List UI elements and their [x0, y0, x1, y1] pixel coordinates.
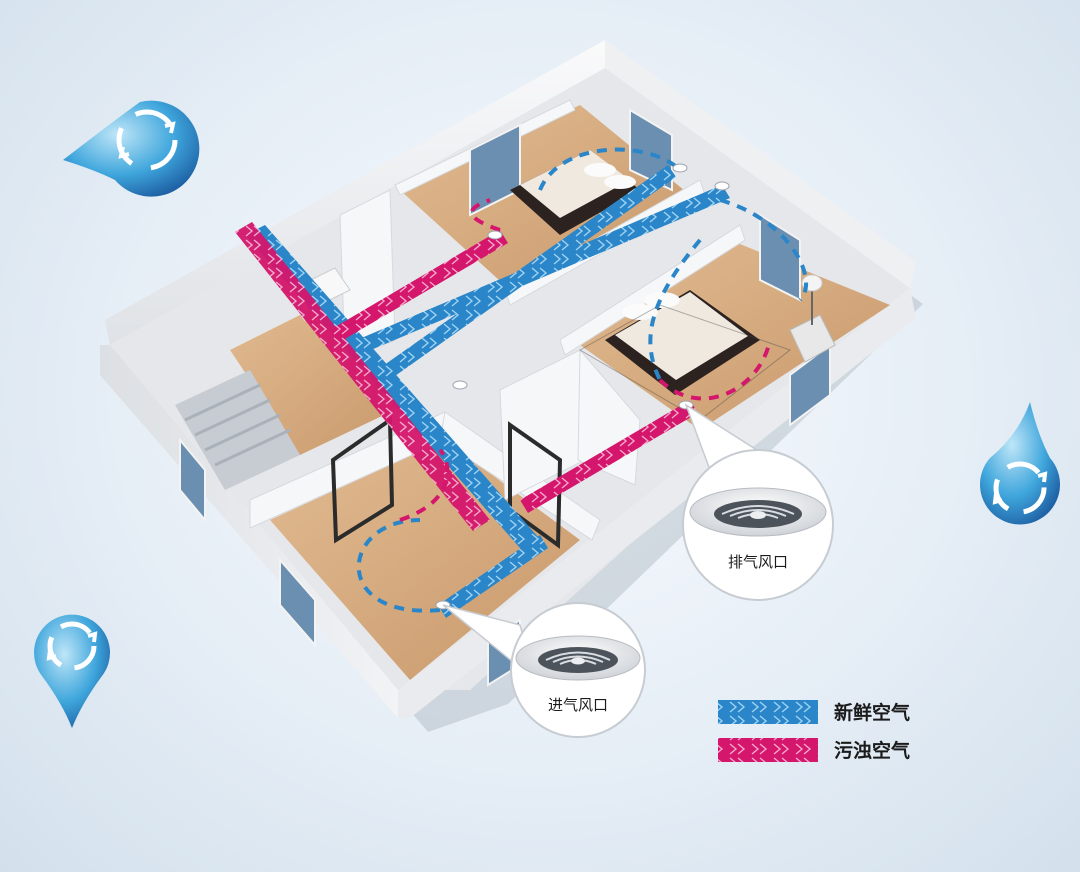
fresh-air-swatch	[718, 700, 818, 724]
fresh-flow-arrow	[356, 518, 441, 613]
supply-vent-label: 进气风口	[548, 696, 608, 714]
ceiling-vents	[435, 163, 730, 610]
ceiling-vent	[672, 163, 688, 173]
ceiling-vent	[452, 380, 468, 390]
air-flow-arrows	[356, 147, 808, 613]
stale-air-swatch	[718, 738, 818, 762]
vent-grille-illustration	[689, 487, 827, 537]
stale-duct-segment	[235, 222, 490, 531]
fresh-flow-arrow	[648, 238, 702, 381]
armchair	[789, 314, 836, 363]
legend-item-fresh-air: 新鲜空气	[718, 700, 910, 724]
water-drop-recycle-icon	[63, 100, 200, 197]
stale-duct-segment	[520, 400, 698, 513]
fresh-duct-segment	[438, 535, 548, 618]
stale-air-label: 污浊空气	[834, 739, 910, 762]
front-right-wall	[398, 288, 916, 718]
water-drop-recycle-icon	[34, 614, 111, 728]
stale-flow-arrow	[399, 448, 450, 522]
supply-vent-callout: 进气风口	[442, 602, 646, 738]
legend: 新鲜空气 污浊空气	[718, 700, 910, 762]
water-drop-recycle-icon	[980, 402, 1060, 525]
fresh-flow-arrow	[538, 147, 682, 191]
vent-grille-illustration	[515, 635, 641, 681]
ceiling-vent	[487, 230, 503, 240]
stale-air-ducts	[235, 222, 698, 531]
ceiling-vent	[714, 181, 730, 191]
stair-hall-floor	[230, 300, 405, 455]
staircase	[175, 370, 300, 490]
living-door-left	[330, 416, 395, 544]
fresh-air-label: 新鲜空气	[834, 701, 910, 724]
stale-flow-arrow	[469, 198, 501, 232]
fresh-duct-segment	[370, 165, 676, 388]
back-left-wall	[105, 40, 605, 345]
legend-item-stale-air: 污浊空气	[718, 738, 910, 762]
house-model	[100, 40, 923, 732]
right-bedroom-bed	[578, 290, 792, 421]
exhaust-vent-label: 排气风口	[728, 553, 788, 571]
stale-flow-arrow	[658, 339, 772, 401]
top-bedroom-bed	[510, 150, 640, 235]
stale-duct-segment	[330, 230, 508, 343]
back-right-wall	[605, 40, 916, 288]
fresh-flow-arrow	[719, 198, 808, 302]
living-door-right	[508, 421, 563, 549]
exhaust-vent-callout: 排气风口	[682, 403, 834, 601]
front-left-wall	[100, 345, 398, 718]
